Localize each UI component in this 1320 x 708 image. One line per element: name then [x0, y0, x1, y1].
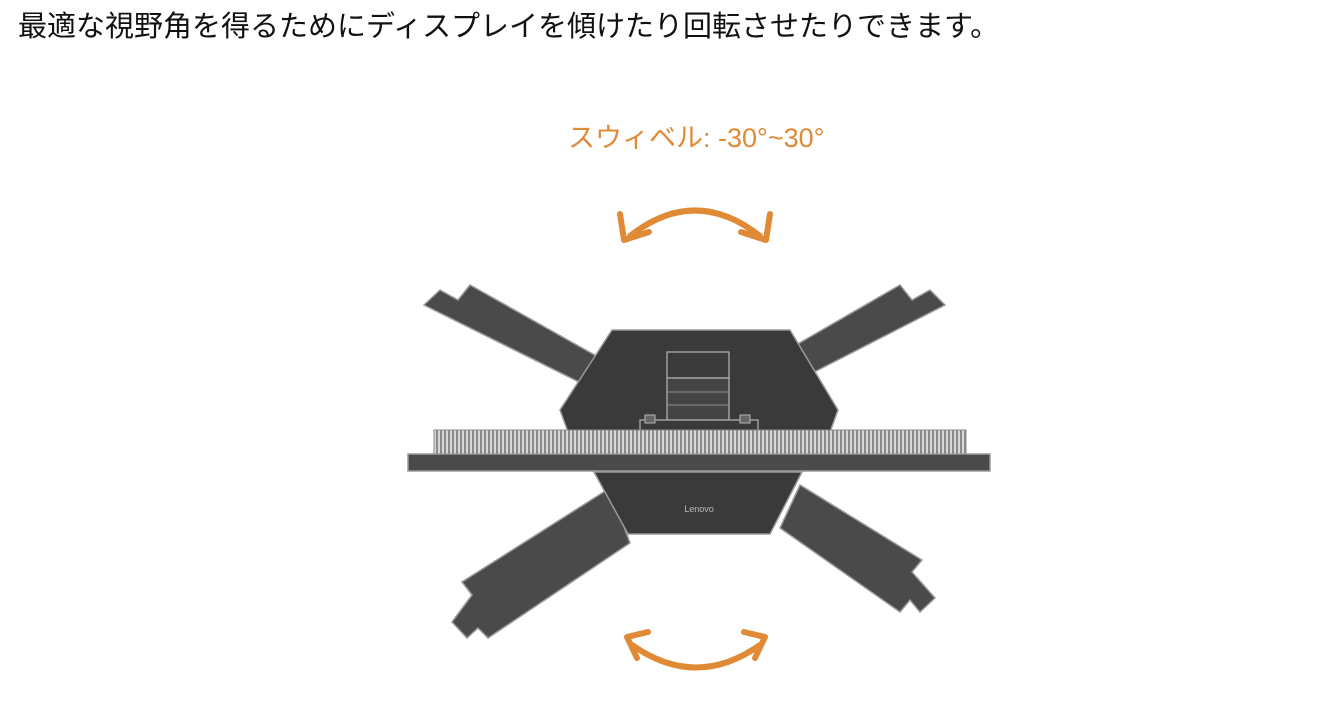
stand-base-top	[559, 329, 839, 433]
swivel-arrow-bottom-icon	[624, 629, 768, 671]
swivel-arrow-top-icon	[617, 207, 773, 243]
lenovo-logo: Lenovo	[684, 504, 714, 514]
swiveled-panel-lower-left	[451, 486, 631, 640]
stand-base-bottom: Lenovo	[592, 471, 804, 535]
monitor-panel-top-view	[407, 429, 991, 472]
swivel-range-label: スウィベル: -30°~30°	[568, 123, 825, 153]
page-heading: 最適な視野角を得るためにディスプレイを傾けたり回転させたりできます。	[18, 9, 1000, 43]
swiveled-panel-lower-right	[779, 483, 937, 614]
swiveled-panel-upper-left	[422, 284, 602, 386]
